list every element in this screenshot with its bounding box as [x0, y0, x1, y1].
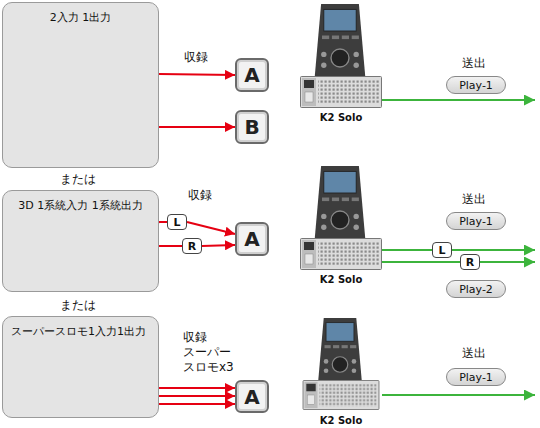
- controller: [315, 4, 365, 76]
- panel-heading: 3D 1系統入力 1系統出力: [3, 191, 158, 213]
- device-label: K2 Solo: [301, 272, 381, 287]
- signal-arrow: [202, 245, 235, 246]
- output-arrow: [382, 261, 535, 263]
- node-label: B: [244, 115, 259, 139]
- signal-arrow: [159, 74, 235, 75]
- caption-label: または: [60, 298, 96, 313]
- play-channel: Play-1: [446, 76, 506, 94]
- channel-box: A: [235, 380, 269, 413]
- output-arrow: [382, 249, 535, 251]
- caption-label: 送出: [462, 192, 486, 207]
- input-panel: スーパースロモ1入力1出力: [2, 316, 159, 418]
- output-arrow: [382, 394, 535, 396]
- signal-arrow: [159, 126, 235, 128]
- panel-heading: 2入力 1出力: [3, 3, 158, 25]
- signal-arrow: [159, 221, 167, 223]
- controller: [318, 318, 361, 380]
- play-channel: Play-1: [446, 212, 506, 230]
- k2-solo-unit: [301, 77, 382, 108]
- channel-box: A: [235, 222, 269, 256]
- eye-tag: R: [460, 254, 480, 270]
- node-label: Play-1: [459, 215, 493, 228]
- node-label: L: [173, 216, 180, 229]
- controller: [315, 166, 365, 238]
- device-label: K2 Solo: [301, 413, 381, 428]
- panel-heading: スーパースロモ1入力1出力: [3, 317, 158, 339]
- node-label: A: [244, 63, 259, 87]
- eye-tag: L: [167, 214, 187, 230]
- output-arrows: [382, 100, 535, 395]
- signal-arrow: [159, 245, 182, 247]
- caption-label: 収録: [183, 330, 207, 345]
- channel-box: A: [235, 58, 269, 92]
- input-panel: 2入力 1出力: [2, 2, 159, 168]
- node-label: Play-1: [459, 79, 493, 92]
- play-channel: Play-1: [446, 368, 506, 386]
- node-label: A: [244, 385, 259, 409]
- play-channel: Play-2: [446, 280, 506, 298]
- signal-arrow: [159, 395, 235, 397]
- caption-label: 収録: [184, 50, 208, 65]
- node-label: Play-2: [459, 283, 493, 296]
- k2-solo-unit: [303, 380, 379, 409]
- caption-label: 送出: [462, 346, 486, 361]
- caption-label: スーパー スロモx3: [183, 345, 239, 375]
- signal-arrow: [159, 387, 235, 389]
- signal-arrow: [187, 222, 235, 234]
- caption-label: 収録: [188, 188, 212, 203]
- node-label: L: [438, 244, 445, 257]
- eye-tag: R: [182, 238, 202, 254]
- caption-label: 送出: [462, 56, 486, 71]
- output-arrow: [382, 99, 535, 101]
- signal-arrow: [159, 403, 235, 405]
- eye-tag: L: [432, 242, 452, 258]
- channel-box: B: [235, 110, 269, 144]
- node-label: Play-1: [459, 371, 493, 384]
- node-label: R: [188, 240, 196, 253]
- device-label: K2 Solo: [301, 110, 381, 125]
- caption-label: または: [60, 172, 96, 187]
- k2-solo-unit: [301, 239, 382, 270]
- node-label: A: [244, 227, 259, 251]
- input-panel: 3D 1系統入力 1系統出力: [2, 190, 159, 292]
- node-label: R: [466, 256, 474, 269]
